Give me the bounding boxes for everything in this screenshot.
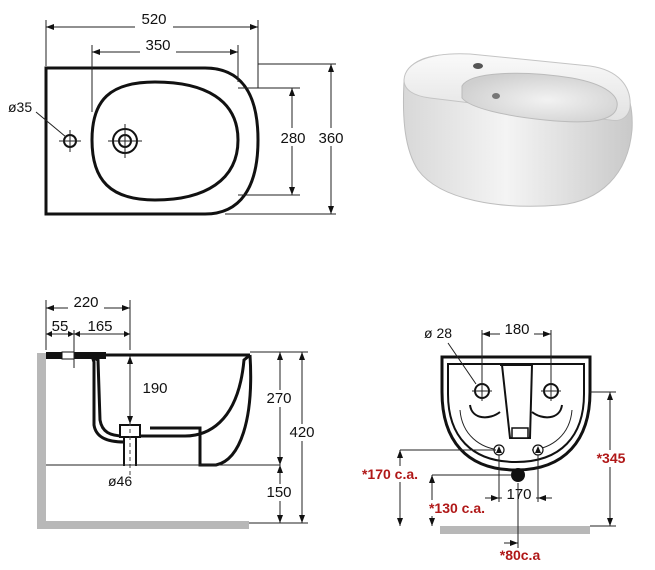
supply-height-label: *170 c.a. bbox=[362, 466, 418, 482]
hole-diameter-label: ø35 bbox=[8, 99, 32, 115]
fixing-hole-label: ø 28 bbox=[424, 325, 452, 341]
floor-clearance-label: 150 bbox=[266, 484, 291, 501]
top-view-outline bbox=[44, 66, 260, 216]
total-depth-label: 360 bbox=[318, 130, 343, 147]
back-height-label: *345 bbox=[597, 450, 626, 466]
product-render bbox=[402, 53, 633, 207]
bowl-depth-label: 280 bbox=[280, 130, 305, 147]
bowl-height-label: 190 bbox=[142, 380, 167, 397]
back-drain bbox=[511, 468, 525, 482]
bowl-width-label: 350 bbox=[145, 37, 170, 54]
side-view: 220 55 165 190 270 420 bbox=[37, 294, 320, 529]
floor bbox=[37, 521, 249, 529]
fixing-spacing-label: 180 bbox=[504, 321, 529, 338]
drain-height-label: *130 c.a. bbox=[429, 500, 485, 516]
render-tap-hole bbox=[473, 63, 483, 69]
side-depth-label: 220 bbox=[73, 294, 98, 311]
drain-diameter-label: ø46 bbox=[108, 473, 132, 489]
supply-spacing-label: 170 bbox=[506, 486, 531, 503]
side-view-bowl bbox=[87, 353, 251, 438]
top-view-bowl bbox=[90, 80, 240, 202]
back-view: ø 28 180 170 *345 *170 c.a. bbox=[356, 321, 629, 563]
top-view: 520 350 280 360 ø35 bbox=[8, 10, 347, 216]
drain-offset-label: *80c.a bbox=[500, 547, 541, 563]
back-center-block bbox=[500, 364, 534, 439]
side-view-body bbox=[150, 354, 253, 467]
offset-a-label: 55 bbox=[52, 318, 69, 335]
width-label: 520 bbox=[141, 11, 166, 28]
total-height-label: 420 bbox=[289, 424, 314, 441]
back-view-outline bbox=[440, 355, 592, 472]
wall bbox=[37, 353, 46, 529]
body-height-label: 270 bbox=[266, 390, 291, 407]
offset-b-label: 165 bbox=[87, 318, 112, 335]
back-floor bbox=[440, 526, 590, 534]
